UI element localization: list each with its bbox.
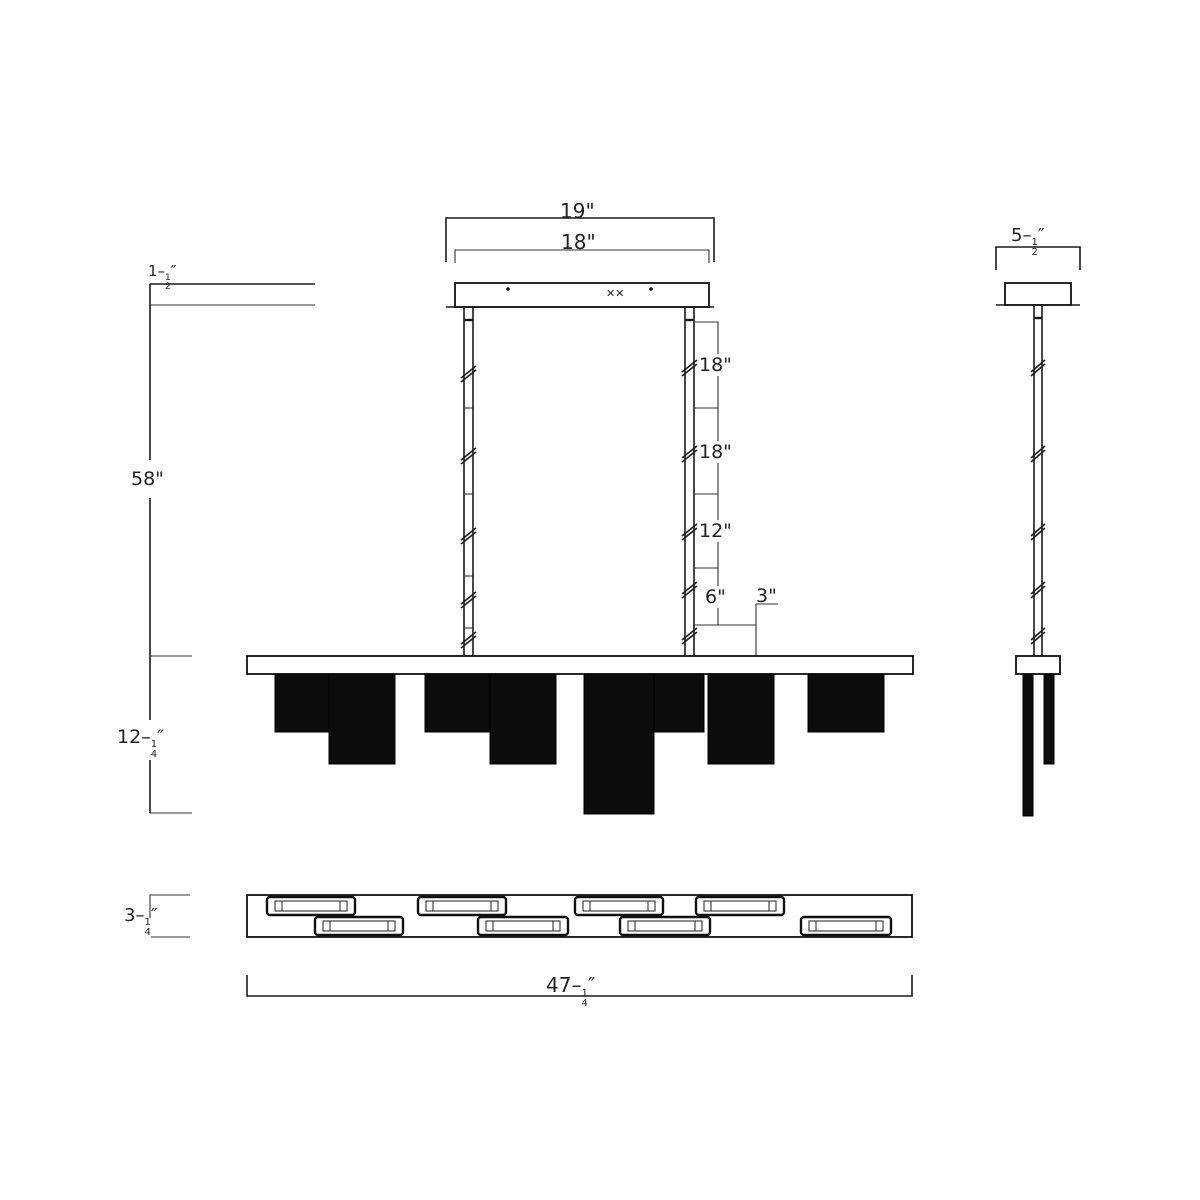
crystal-1	[274, 673, 334, 733]
crystal-7	[707, 673, 775, 765]
crystal-modules	[274, 673, 885, 815]
label-rod-segment-2: 18"	[699, 441, 732, 463]
label-rod-offset: 3"	[756, 585, 777, 607]
crystal-8	[807, 673, 885, 733]
plan-modules	[265, 895, 893, 937]
label-rod-segment-3: 12"	[699, 520, 732, 542]
crystal-4	[489, 673, 557, 765]
label-overall-drop: 58"	[131, 468, 164, 490]
dim-canopy-inner-width	[454, 249, 710, 263]
side-crystal-long	[1022, 673, 1034, 817]
canopy: ✕✕	[446, 282, 714, 308]
top-plan-view	[149, 894, 913, 997]
fixture-body	[246, 655, 914, 675]
side-crystal-short	[1043, 673, 1055, 765]
crystal-5	[583, 673, 655, 815]
crystal-2	[328, 673, 396, 765]
side-elevation-view	[995, 246, 1081, 817]
label-rod-segment-4: 6"	[705, 586, 726, 608]
canopy-screw-mark: ✕✕	[606, 287, 624, 300]
label-canopy-inner-width: 18"	[561, 230, 596, 254]
left-dimension-lines	[149, 283, 315, 814]
crystal-3	[424, 673, 490, 733]
suspension-rod-left	[460, 306, 477, 657]
front-elevation-view: ✕✕	[246, 217, 914, 815]
dim-canopy-outer-width	[445, 217, 715, 262]
label-rod-segment-1: 18"	[699, 354, 732, 376]
suspension-rod-right	[681, 306, 698, 657]
crystal-6	[653, 673, 705, 733]
label-canopy-outer-width: 19"	[560, 199, 595, 223]
